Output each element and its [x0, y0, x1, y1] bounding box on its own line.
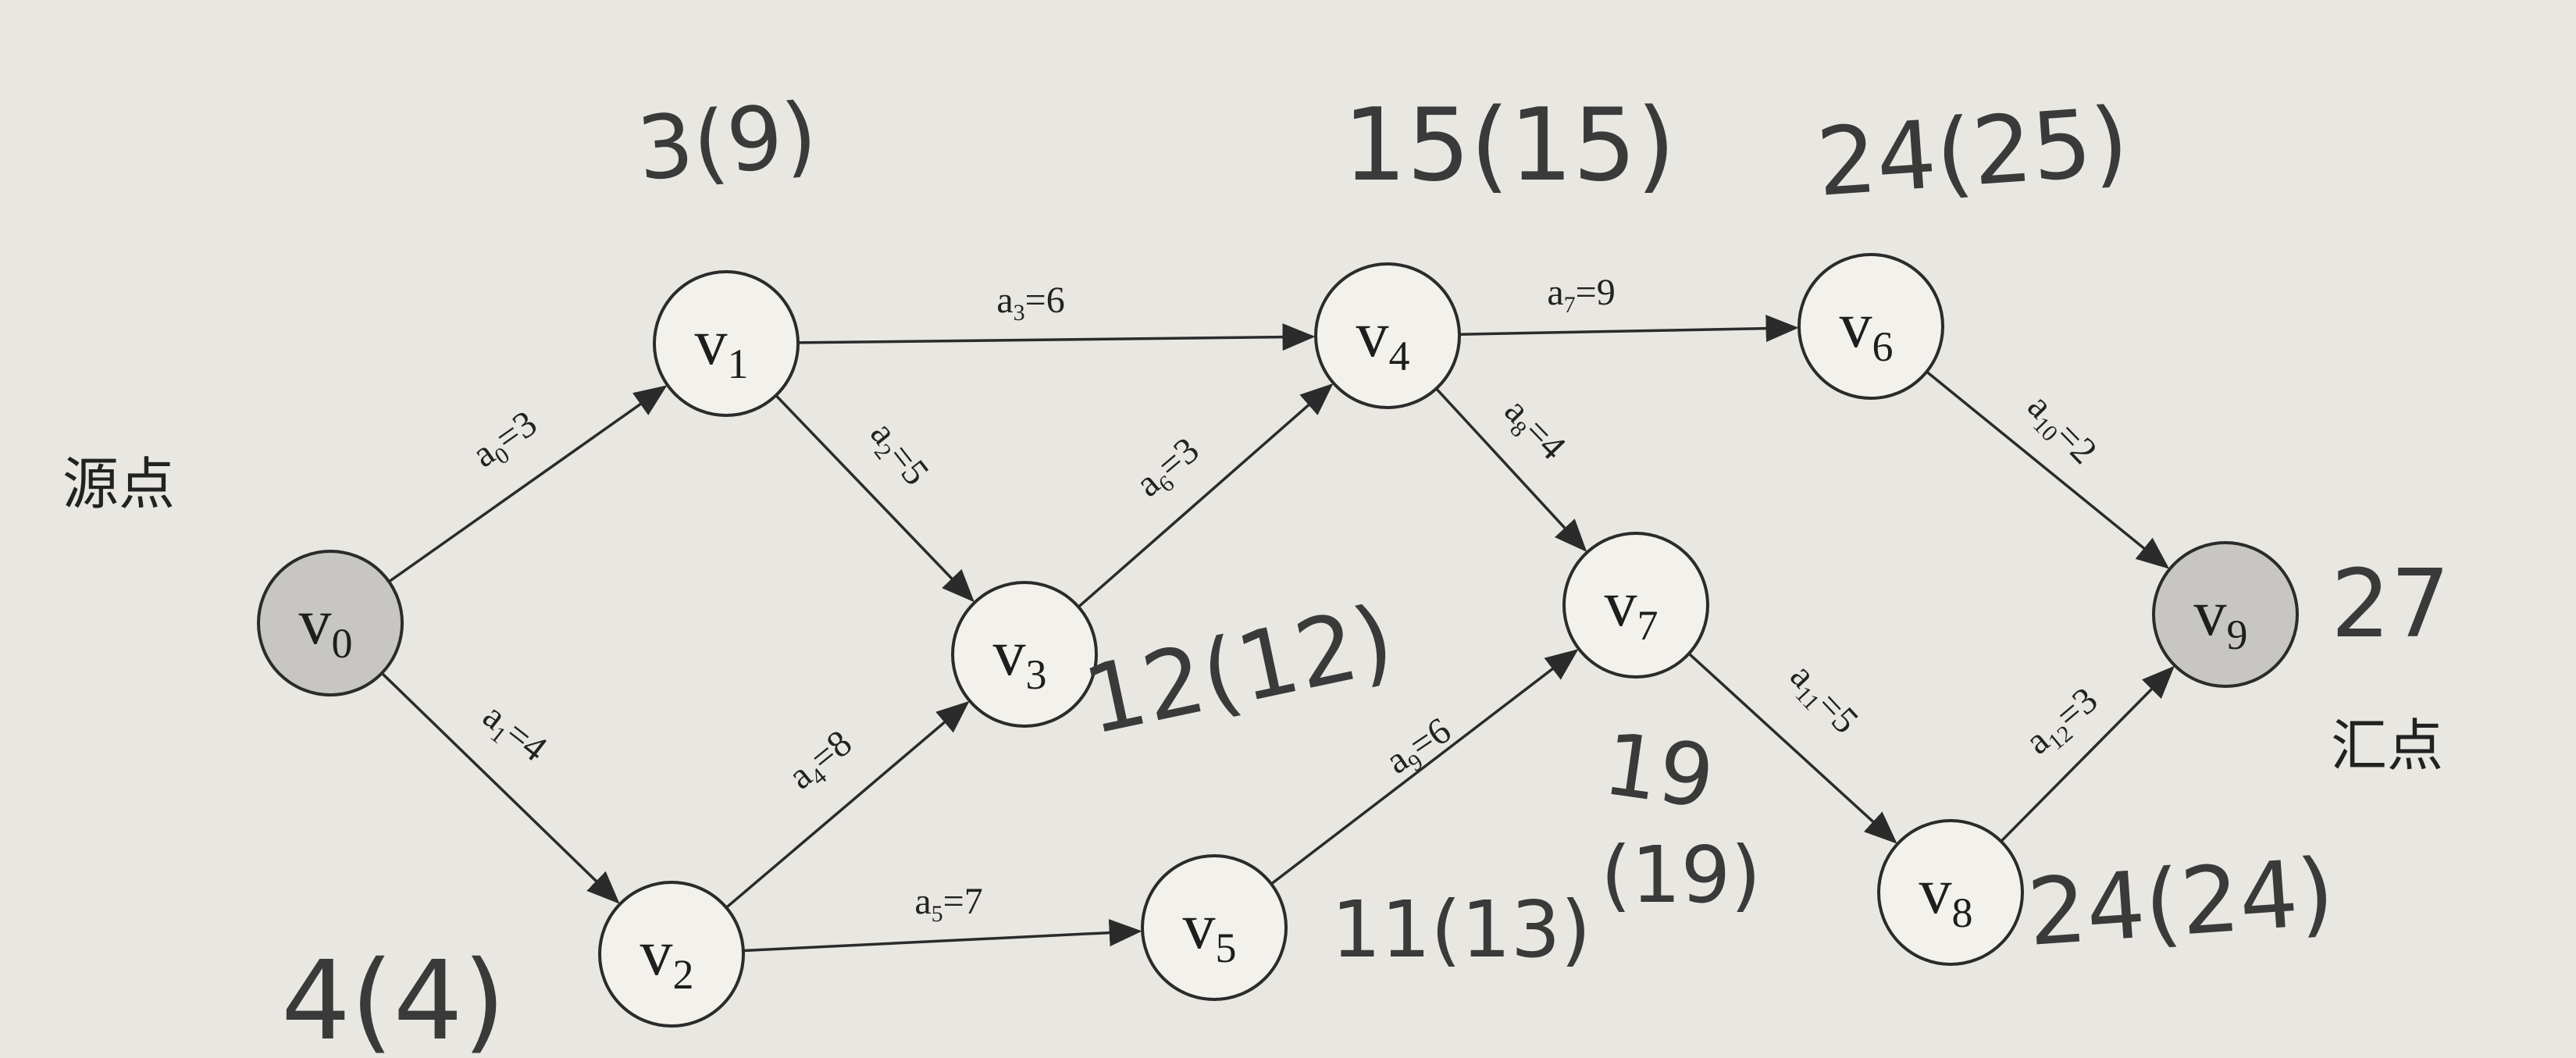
- handwritten-note-v4: 15(15): [1343, 87, 1676, 204]
- node-v3: v3: [951, 581, 1098, 728]
- edge-label-a3: a3=6: [996, 280, 1064, 326]
- handwritten-note-v2: 4(4): [281, 938, 505, 1058]
- node-v7: v7: [1562, 532, 1709, 679]
- node-label-v8: v8: [1919, 855, 1973, 936]
- handwritten-note-v7: (19): [1601, 829, 1761, 921]
- node-circle-v6: [1797, 253, 1944, 400]
- node-circle-v8: [1877, 819, 2024, 966]
- node-circle-v2: [598, 881, 745, 1028]
- node-v8: v8: [1877, 819, 2024, 966]
- node-circle-v3: [951, 581, 1098, 728]
- node-label-v7: v7: [1605, 568, 1659, 649]
- edge-arrow-a9: [1270, 649, 1579, 885]
- handwritten-note-v5: 11(13): [1331, 884, 1591, 975]
- node-v6: v6: [1797, 253, 1944, 400]
- edge-label-a2: a2=5: [859, 414, 937, 496]
- edge-arrow-a2: [775, 394, 974, 603]
- handwritten-notes-layer: 3(9) 4(4) 12(12) 15(15) 11(13) 24(25) 19(19) 24…: [281, 84, 2450, 1058]
- node-v5: v5: [1141, 854, 1288, 1001]
- handwritten-note-v1: 3(9): [633, 84, 821, 201]
- node-label-v6: v6: [1840, 289, 1894, 370]
- handwritten-note-v7: 19: [1598, 714, 1719, 828]
- node-v9: v9: [2152, 541, 2299, 688]
- node-label-v5: v5: [1183, 890, 1237, 971]
- edge-arrow-a4: [725, 700, 970, 909]
- edge-label-a4: a4=8: [781, 722, 863, 801]
- node-label-v4: v4: [1356, 298, 1410, 379]
- edge-label-a9: a9=6: [1378, 710, 1460, 786]
- node-circle-v5: [1141, 854, 1288, 1001]
- node-circle-v0: [257, 550, 404, 696]
- edge-label-a10: a10=2: [2016, 386, 2105, 476]
- edge-label-a7: a7=9: [1547, 272, 1615, 318]
- edge-arrow-a3: [797, 323, 1316, 351]
- edge-label-a12: a12=3: [2018, 679, 2108, 766]
- handwritten-note-v3: 12(12): [1075, 585, 1402, 756]
- edge-label-a1: a1=4: [472, 695, 554, 773]
- handwritten-note-v6: 24(25): [1813, 87, 2132, 217]
- node-v4: v4: [1314, 262, 1461, 409]
- edge-arrow-a1: [380, 671, 620, 904]
- handwritten-note-v8: 24(24): [2024, 838, 2337, 967]
- nodes-layer: v0 v1 v2 v3 v4 v5 v6 v7 v8 v9: [257, 253, 2299, 1028]
- node-v1: v1: [653, 270, 800, 417]
- edge-arrow-a6: [1077, 383, 1334, 608]
- node-v2: v2: [598, 881, 745, 1028]
- node-label-v0: v0: [299, 586, 353, 667]
- edge-label-a0: a0=3: [465, 403, 547, 479]
- node-circle-v1: [653, 270, 800, 417]
- edge-arrow-a10: [1926, 370, 2170, 569]
- edge-label-a8: a8=4: [1493, 390, 1573, 471]
- edge-label-a11: a11=5: [1779, 655, 1866, 744]
- node-label-v9: v9: [2194, 577, 2248, 658]
- node-circle-v4: [1314, 262, 1461, 409]
- edge-arrow-a7: [1459, 315, 1799, 343]
- source-label: 源点: [62, 451, 175, 517]
- node-label-v2: v2: [640, 917, 694, 998]
- sink-label: 汇点: [2331, 713, 2443, 778]
- handwritten-note-v9: 27: [2331, 550, 2450, 659]
- node-circle-v7: [1562, 532, 1709, 679]
- edge-label-a6: a6=3: [1128, 429, 1210, 508]
- edge-arrow-a8: [1435, 387, 1587, 552]
- node-v0: v0: [257, 550, 404, 696]
- edge-arrow-a12: [2000, 665, 2175, 842]
- node-label-v1: v1: [695, 306, 749, 387]
- node-circle-v9: [2152, 541, 2299, 688]
- node-label-v3: v3: [993, 617, 1047, 698]
- edge-arrow-a5: [743, 919, 1142, 953]
- edge-arrow-a11: [1687, 652, 1897, 844]
- edge-label-a5: a5=7: [914, 881, 982, 927]
- edge-arrow-a0: [388, 385, 668, 583]
